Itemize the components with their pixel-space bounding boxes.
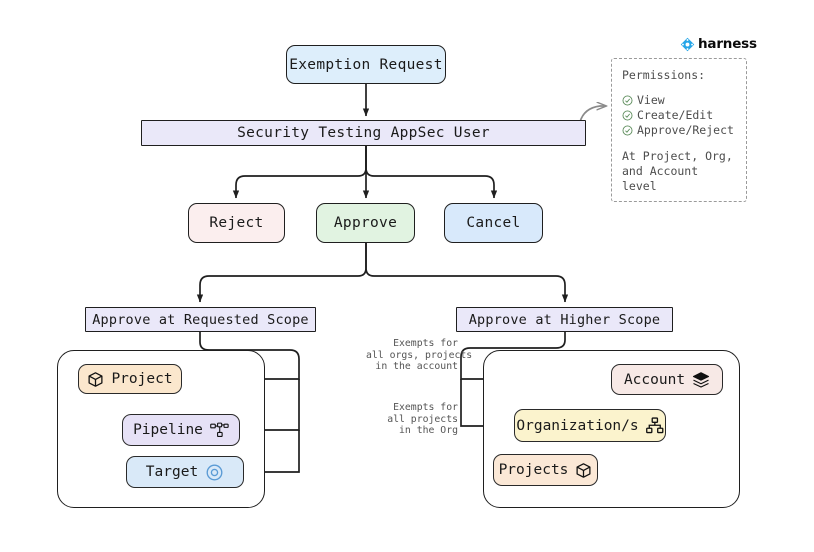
node-label: Project (111, 371, 173, 387)
check-circle-icon (622, 125, 633, 136)
node-project[interactable]: Project (78, 364, 182, 394)
node-label: Projects (498, 462, 569, 478)
permissions-panel: Permissions: View Create/Edit (611, 58, 747, 202)
pipeline-icon (210, 422, 229, 438)
node-label: Target (145, 464, 199, 480)
node-target[interactable]: Target (126, 456, 244, 488)
node-label: Pipeline (133, 422, 203, 438)
node-label: Approve at Requested Scope (92, 311, 309, 328)
annotation-account-note: Exempts for all orgs, projects in the ac… (366, 338, 473, 372)
check-circle-icon (622, 95, 633, 106)
permission-item-create-edit: Create/Edit (622, 108, 736, 123)
node-action-cancel[interactable]: Cancel (444, 203, 543, 243)
permission-item-approve-reject: Approve/Reject (622, 123, 736, 138)
org-chart-icon (645, 417, 664, 434)
node-scope-higher[interactable]: Approve at Higher Scope (456, 307, 673, 332)
node-label: Account (623, 371, 686, 388)
node-account[interactable]: Account (611, 364, 723, 395)
brand-logo: harness (680, 36, 757, 52)
permissions-footer: At Project, Org, and Account level (622, 149, 733, 193)
permission-label: Approve/Reject (637, 123, 734, 137)
node-projects[interactable]: Projects (493, 454, 598, 486)
node-actor-bar[interactable]: Security Testing AppSec User (141, 120, 586, 146)
target-icon (205, 463, 224, 482)
node-action-reject[interactable]: Reject (188, 203, 285, 243)
node-label: Approve at Higher Scope (468, 311, 661, 328)
permissions-title: Permissions: (622, 68, 706, 82)
node-label: Organization/s (516, 417, 639, 434)
node-label: Approve (333, 215, 398, 231)
node-pipeline[interactable]: Pipeline (122, 414, 240, 446)
annotation-org-note: Exempts for all projects in the Org (387, 402, 458, 436)
cube-icon (87, 371, 104, 388)
node-label: Reject (209, 215, 264, 231)
layers-icon (692, 371, 710, 389)
node-organizations[interactable]: Organization/s (514, 409, 666, 442)
permission-label: View (637, 93, 665, 107)
harness-diamond-icon (680, 37, 695, 52)
node-action-approve[interactable]: Approve (316, 203, 415, 243)
permission-item-view: View (622, 93, 736, 108)
node-label: Cancel (466, 215, 521, 231)
check-circle-icon (622, 110, 633, 121)
brand-name: harness (698, 36, 757, 52)
permission-label: Create/Edit (637, 108, 714, 122)
node-label: Exemption Request (289, 56, 443, 73)
node-scope-requested[interactable]: Approve at Requested Scope (85, 307, 316, 332)
cube-icon (575, 462, 592, 479)
node-label: Security Testing AppSec User (237, 125, 490, 141)
node-exemption-request[interactable]: Exemption Request (286, 45, 446, 84)
